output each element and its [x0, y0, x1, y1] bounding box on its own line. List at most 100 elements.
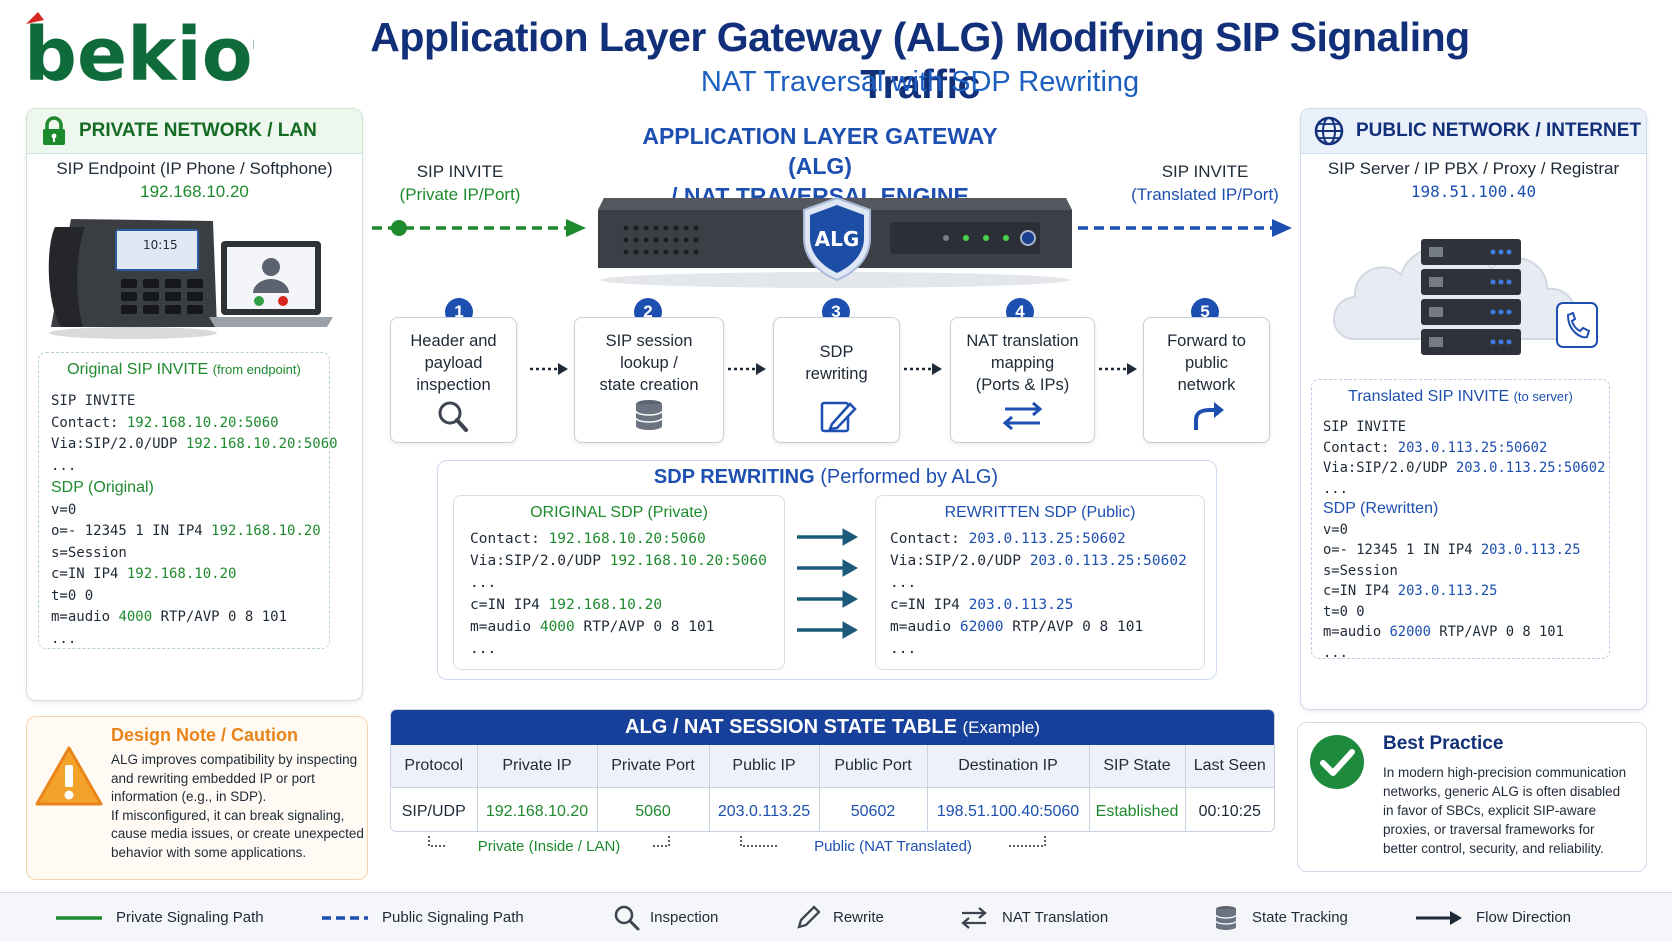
table-header-row: Protocol Private IP Private Port Public … — [391, 745, 1274, 788]
rewritten-sdp-box: REWRITTEN SDP (Public) Contact: 203.0.11… — [875, 495, 1205, 670]
ip-phone-icon: 10:15 — [48, 219, 217, 339]
design-note-box: Design Note / Caution ALG improves compa… — [26, 716, 368, 880]
original-sdp-box: ORIGINAL SDP (Private) Contact: 192.168.… — [453, 495, 785, 670]
swap-arrows-icon — [961, 906, 987, 929]
table-header: Public IP — [709, 745, 820, 788]
swap-arrows-icon — [1002, 401, 1043, 431]
server-ip: 198.51.100.40 — [1410, 182, 1537, 201]
public-panel-header: PUBLIC NETWORK / INTERNET — [1301, 109, 1646, 154]
legend-item: Rewrite — [795, 893, 884, 942]
original-invite-note: (from endpoint) — [212, 362, 301, 377]
logo-text: bekiot — [24, 12, 254, 90]
endpoint-ip: 192.168.10.20 — [140, 182, 249, 201]
table-cell: 192.168.10.20 — [477, 787, 598, 831]
globe-icon — [1314, 116, 1344, 146]
private-panel-title: PRIVATE NETWORK / LAN — [79, 120, 317, 141]
step-sdp-rewriting: SDP rewriting — [773, 317, 900, 443]
legend-item: Public Signaling Path — [322, 893, 524, 942]
public-bracket — [740, 836, 1046, 847]
legend-item: Inspection — [614, 893, 718, 942]
state-table-grid: Protocol Private IP Private Port Public … — [391, 745, 1274, 831]
best-practice-box: Best Practice In modern high-precision c… — [1297, 722, 1647, 872]
step-arrow-3 — [904, 363, 942, 375]
blue-dashed-line-icon — [322, 915, 368, 920]
design-note-title: Design Note / Caution — [111, 725, 299, 745]
step-arrow-2 — [728, 363, 766, 375]
legend-item: Flow Direction — [1416, 893, 1571, 942]
legend-item: State Tracking — [1214, 893, 1348, 942]
public-panel-title: PUBLIC NETWORK / INTERNET — [1356, 120, 1641, 141]
lock-icon — [43, 116, 65, 145]
shield-text: ALG — [815, 227, 860, 251]
forward-arrow-icon — [1194, 402, 1224, 430]
magnifier-icon — [438, 401, 468, 432]
phone-time: 10:15 — [143, 238, 178, 252]
sdp-rewriting-title: SDP REWRITING (Performed by ALG) — [653, 466, 999, 488]
table-header: Private Port — [597, 745, 710, 788]
right-flow-label: SIP INVITE (Translated IP/Port) — [1131, 162, 1279, 204]
softphone-laptop-icon — [209, 241, 333, 327]
pencil-icon — [797, 904, 821, 929]
translated-invite-note: (to server) — [1513, 389, 1573, 404]
table-row: SIP/UDP 192.168.10.20 5060 203.0.113.25 … — [391, 787, 1274, 831]
step-forward-public: Forward to public network — [1143, 317, 1270, 443]
rewritten-sdp-heading: REWRITTEN SDP (Public) — [944, 504, 1136, 521]
table-header: Private IP — [477, 745, 598, 788]
warning-icon — [35, 746, 103, 806]
legend-item: Private Signaling Path — [56, 893, 264, 942]
table-cell: 5060 — [597, 787, 710, 831]
step-arrow-4 — [1099, 363, 1137, 375]
green-solid-line-icon — [56, 915, 102, 920]
original-invite-heading: Original SIP INVITE — [67, 361, 209, 378]
public-bracket-label: Public (NAT Translated) — [814, 838, 972, 855]
arrow-right-icon — [1416, 910, 1462, 925]
server-title: SIP Server / IP PBX / Proxy / Registrar — [1327, 159, 1620, 178]
step-nat-translation-mapping: NAT translation mapping (Ports & IPs) — [950, 317, 1095, 443]
public-network-panel: PUBLIC NETWORK / INTERNET SIP Server / I… — [1300, 108, 1647, 710]
table-header: SIP State — [1089, 745, 1186, 788]
rewritten-sdp-code: Contact: 203.0.113.25:50602 Via:SIP/2.0/… — [890, 531, 1187, 657]
alg-shield-icon: ALG — [803, 196, 871, 282]
bekiot-logo: bekiot — [24, 12, 254, 90]
rewrite-arrows — [797, 528, 859, 639]
translated-invite-box: Translated SIP INVITE (to server) SIP IN… — [1311, 379, 1610, 661]
table-header: Public Port — [819, 745, 928, 788]
legend-item: NAT Translation — [960, 893, 1108, 942]
left-flow-label: SIP INVITE (Private IP/Port) — [399, 162, 521, 204]
original-invite-code: SIP INVITE Contact: 192.168.10.20:5060 V… — [51, 393, 338, 647]
database-icon — [1215, 905, 1237, 930]
public-signaling-arrow — [1078, 219, 1292, 237]
session-state-table: ALG / NAT SESSION STATE TABLE (Example) … — [390, 709, 1275, 832]
database-icon — [635, 400, 663, 430]
private-signaling-arrow — [372, 219, 586, 237]
original-sdp-heading: ORIGINAL SDP (Private) — [530, 504, 708, 521]
best-practice-title: Best Practice — [1383, 733, 1504, 754]
table-cell: Established — [1089, 787, 1186, 831]
table-header: Protocol — [391, 745, 478, 788]
table-cell: 00:10:25 — [1198, 803, 1261, 820]
table-cell: 198.51.100.40:5060 — [927, 787, 1090, 831]
page-title: Application Layer Gateway (ALG) Modifyin… — [370, 14, 1470, 107]
edit-icon — [820, 401, 857, 433]
endpoint-title: SIP Endpoint (IP Phone / Softphone) — [56, 159, 333, 178]
private-bracket — [428, 836, 670, 847]
state-table-title: ALG / NAT SESSION STATE TABLE (Example) — [391, 710, 1274, 745]
cloud-server-icon — [1333, 239, 1598, 355]
table-cell: 203.0.113.25 — [709, 787, 820, 831]
private-bracket-label: Private (Inside / LAN) — [477, 838, 621, 855]
step-arrow-1 — [530, 363, 568, 375]
original-sdp-code: Contact: 192.168.10.20:5060 Via:SIP/2.0/… — [470, 531, 767, 657]
sdp-rewriting-box — [437, 460, 1217, 680]
private-panel-header: PRIVATE NETWORK / LAN — [27, 109, 362, 154]
table-cell: SIP/UDP — [391, 787, 478, 831]
table-header: Last Seen — [1185, 745, 1274, 788]
design-note-text: ALG improves compatibility by inspecting… — [111, 752, 364, 860]
table-cell: 50602 — [819, 787, 928, 831]
table-header: Destination IP — [927, 745, 1090, 788]
private-network-panel: PRIVATE NETWORK / LAN SIP Endpoint (IP P… — [26, 108, 363, 701]
step-session-lookup: SIP session lookup / state creation — [574, 317, 724, 443]
check-circle-icon — [1310, 735, 1364, 789]
translated-invite-code: SIP INVITE Contact: 203.0.113.25:50602 V… — [1323, 419, 1606, 661]
original-invite-box: Original SIP INVITE (from endpoint) SIP … — [38, 352, 338, 649]
